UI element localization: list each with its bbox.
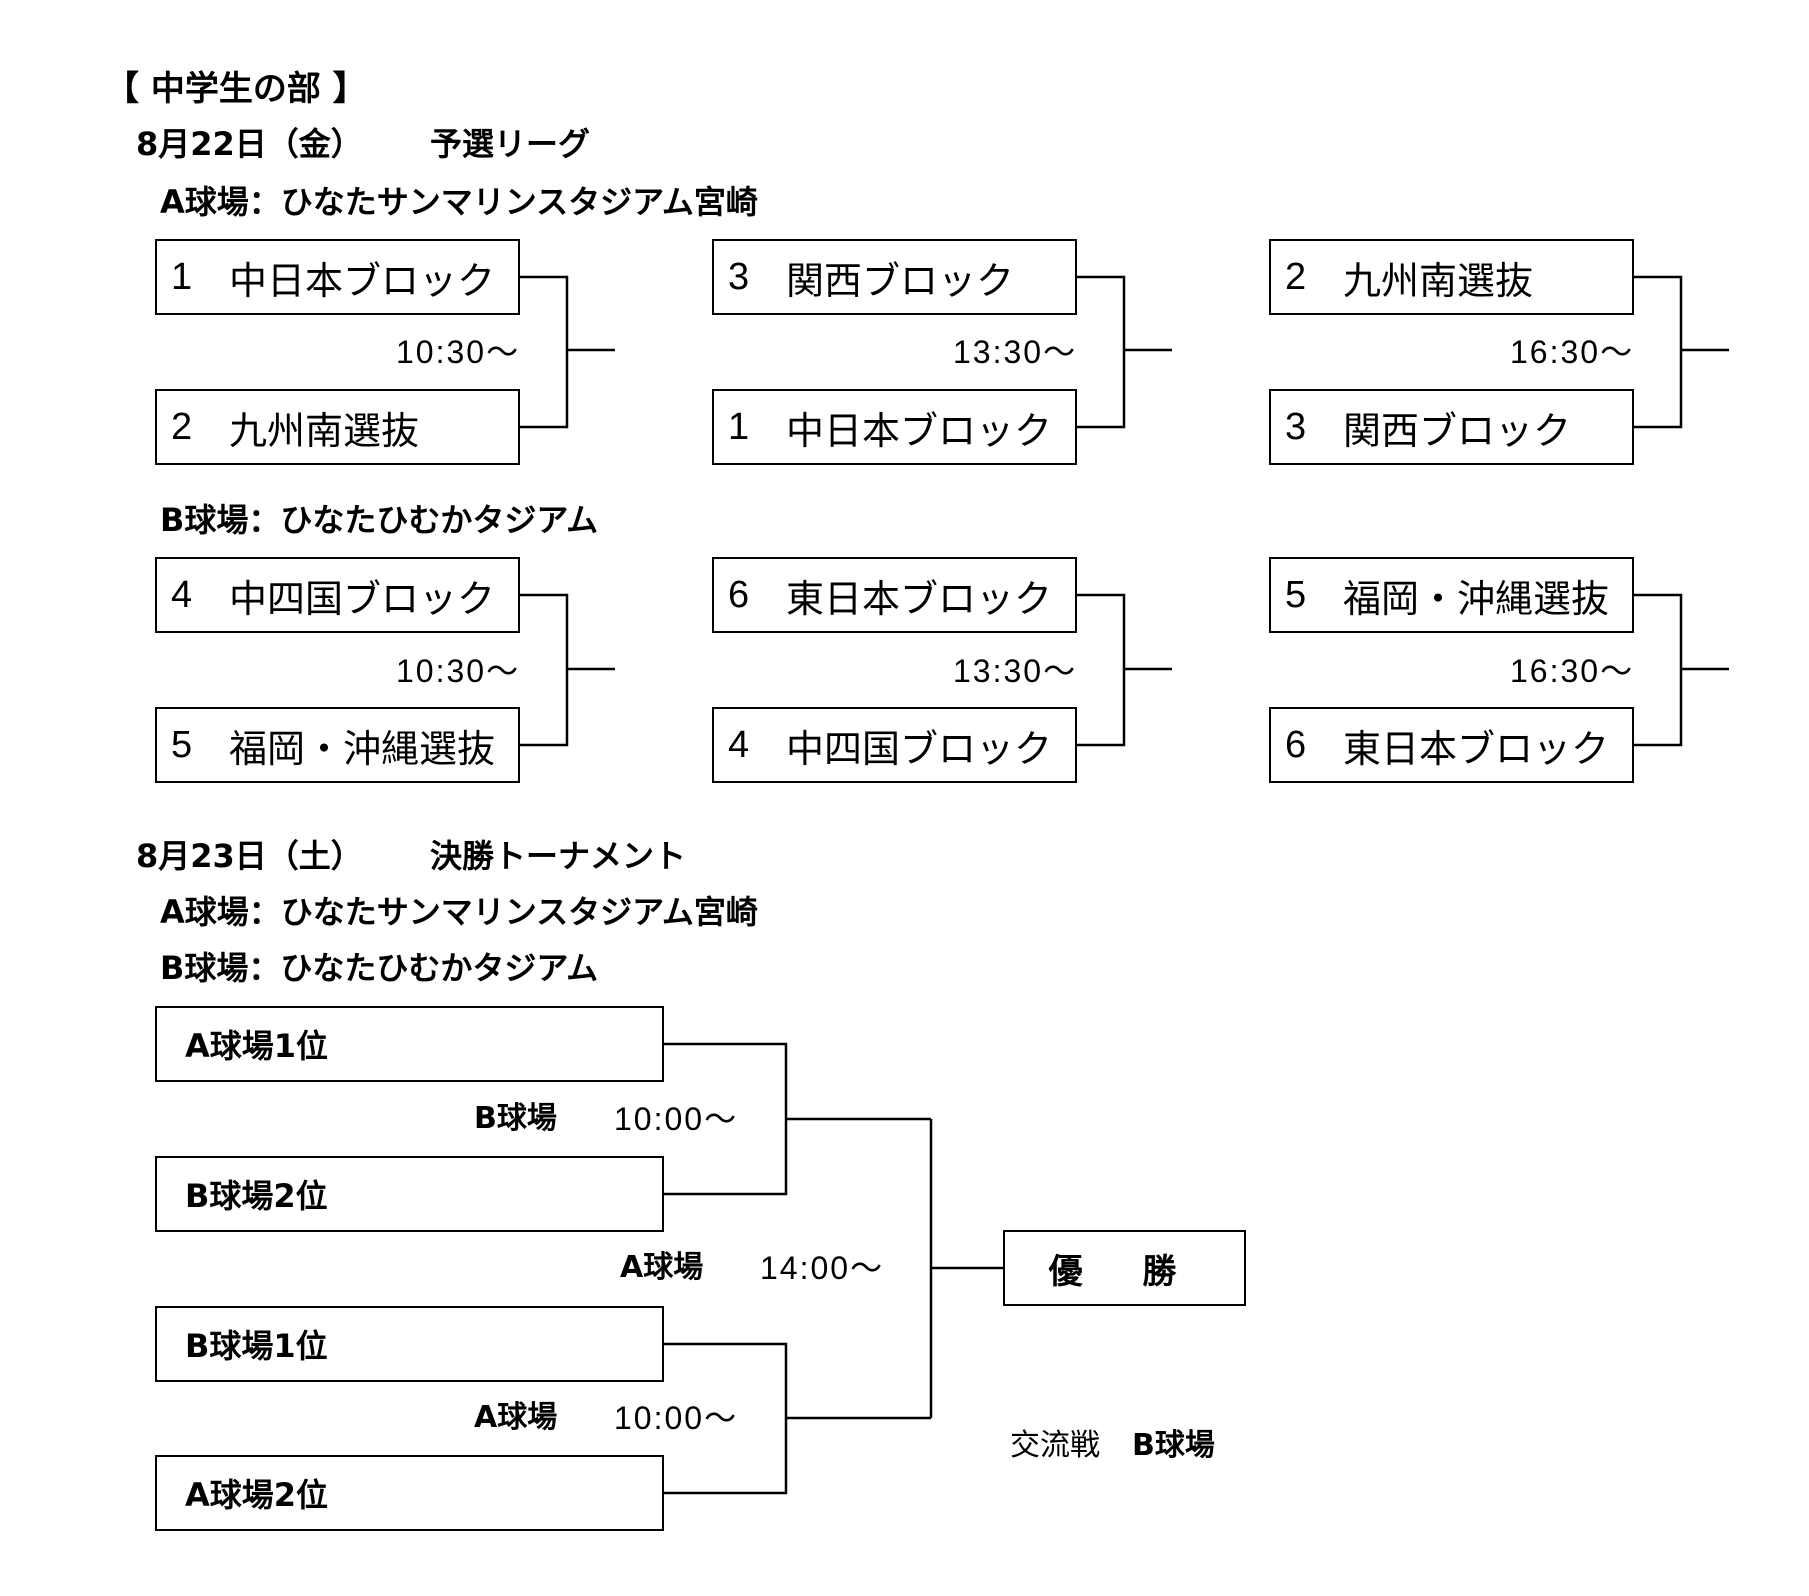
team-box: 3 関西ブロック	[1269, 389, 1634, 465]
final-time: 14:00～	[760, 1250, 885, 1286]
day1-venue-b: B球場：ひなたひむかタジアム	[160, 501, 599, 539]
team-name: 中四国ブロック	[229, 576, 496, 621]
team-name: 福岡・沖縄選抜	[1343, 576, 1610, 621]
team-name: 関西ブロック	[786, 258, 1015, 303]
seed-box: B球場2位	[155, 1156, 664, 1232]
day1-date: 8月22日（金）	[136, 125, 363, 163]
team-number: 4	[171, 573, 193, 616]
team-box: 4 中四国ブロック	[155, 557, 520, 633]
team-box: 3 関西ブロック	[712, 239, 1077, 315]
semi1-time: 10:00～	[614, 1101, 739, 1137]
seed-box: B球場1位	[155, 1306, 664, 1382]
semi2-venue: A球場	[474, 1400, 558, 1435]
team-number: 1	[171, 255, 193, 298]
team-name: 中日本ブロック	[786, 408, 1053, 453]
team-number: 1	[728, 405, 750, 448]
match-time: 10:30～	[396, 334, 521, 370]
team-name: 中四国ブロック	[786, 726, 1053, 771]
team-number: 4	[728, 723, 750, 766]
day2-venue-b: B球場：ひなたひむかタジアム	[160, 949, 599, 987]
team-number: 3	[1285, 405, 1307, 448]
team-number: 2	[1285, 255, 1307, 298]
team-box: 2 九州南選抜	[155, 389, 520, 465]
team-number: 6	[728, 573, 750, 616]
day2-venue-a: A球場：ひなたサンマリンスタジアム宮崎	[160, 893, 758, 931]
team-number: 2	[171, 405, 193, 448]
match-time: 16:30～	[1510, 334, 1635, 370]
team-number: 5	[171, 723, 193, 766]
match-time: 13:30～	[953, 334, 1078, 370]
team-name: 中日本ブロック	[229, 258, 496, 303]
section-title: 【 中学生の部 】	[105, 69, 367, 109]
team-name: 九州南選抜	[229, 408, 420, 453]
final-venue: A球場	[620, 1250, 704, 1285]
team-box: 1 中日本ブロック	[712, 389, 1077, 465]
team-number: 6	[1285, 723, 1307, 766]
team-name: 東日本ブロック	[1343, 726, 1610, 771]
day1-venue-a: A球場：ひなたサンマリンスタジアム宮崎	[160, 183, 758, 221]
team-box: 5 福岡・沖縄選抜	[1269, 557, 1634, 633]
team-name: 関西ブロック	[1343, 408, 1572, 453]
team-number: 3	[728, 255, 750, 298]
team-box: 6 東日本ブロック	[1269, 707, 1634, 783]
match-time: 13:30～	[953, 653, 1078, 689]
exchange-venue: B球場	[1132, 1428, 1215, 1463]
team-box: 5 福岡・沖縄選抜	[155, 707, 520, 783]
semi2-time: 10:00～	[614, 1400, 739, 1436]
team-name: 九州南選抜	[1343, 258, 1534, 303]
team-box: 1 中日本ブロック	[155, 239, 520, 315]
team-name: 東日本ブロック	[786, 576, 1053, 621]
seed-label: B球場1位	[185, 1327, 328, 1365]
team-box: 4 中四国ブロック	[712, 707, 1077, 783]
semi1-venue: B球場	[474, 1101, 557, 1136]
seed-label: A球場2位	[185, 1476, 329, 1514]
team-box: 2 九州南選抜	[1269, 239, 1634, 315]
day2-event: 決勝トーナメント	[430, 837, 687, 875]
champion-box: 優 勝	[1003, 1230, 1246, 1306]
team-box: 6 東日本ブロック	[712, 557, 1077, 633]
day2-date: 8月23日（土）	[136, 837, 363, 875]
team-name: 福岡・沖縄選抜	[229, 726, 496, 771]
match-time: 10:30～	[396, 653, 521, 689]
match-time: 16:30～	[1510, 653, 1635, 689]
seed-box: A球場2位	[155, 1455, 664, 1531]
champion-label: 優 勝	[1048, 1251, 1201, 1292]
team-number: 5	[1285, 573, 1307, 616]
exchange-label: 交流戦	[1010, 1428, 1100, 1463]
day1-event: 予選リーグ	[430, 125, 591, 163]
seed-label: A球場1位	[185, 1027, 329, 1065]
seed-box: A球場1位	[155, 1006, 664, 1082]
seed-label: B球場2位	[185, 1177, 328, 1215]
